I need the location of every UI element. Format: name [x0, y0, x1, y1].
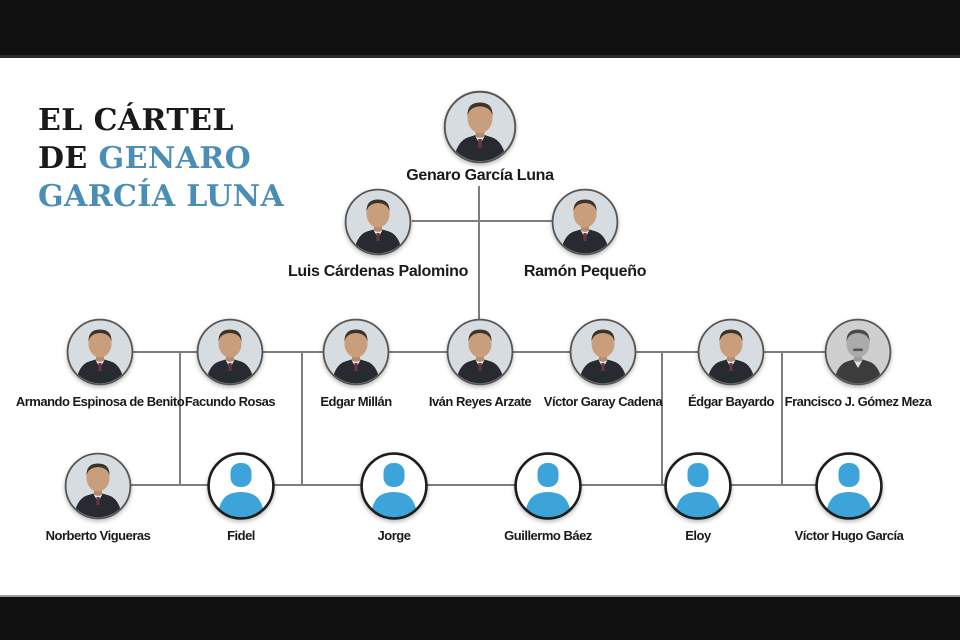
- person-node-jorge: Jorge: [299, 452, 489, 543]
- portrait-photo: [569, 318, 637, 386]
- connector-leader-vertical: [478, 186, 480, 320]
- person-node-luis-cardenas-palomino: Luis Cárdenas Palomino: [283, 188, 473, 281]
- person-node-edgar-bayardo: Édgar Bayardo: [636, 318, 826, 409]
- person-name: Jorge: [377, 528, 411, 543]
- title-line-2: DE GENARO: [38, 141, 252, 176]
- connector-level4-horizontal: [98, 484, 849, 486]
- person-silhouette-icon: [664, 452, 732, 520]
- person-silhouette-icon: [514, 452, 582, 520]
- person-node-fidel: Fidel: [146, 452, 336, 543]
- person-node-guillermo-baez: Guillermo Báez: [453, 452, 643, 543]
- person-name: Édgar Bayardo: [688, 394, 774, 409]
- portrait-photo-bw: [824, 318, 892, 386]
- person-node-ramon-pequeno: Ramón Pequeño: [490, 188, 680, 281]
- portrait-photo: [196, 318, 264, 386]
- connector-drop-3: [661, 352, 663, 486]
- portrait-photo: [446, 318, 514, 386]
- person-name: Eloy: [685, 528, 711, 543]
- person-name: Iván Reyes Arzate: [428, 394, 532, 409]
- portrait-photo: [443, 90, 517, 164]
- person-node-victor-hugo-garcia: Víctor Hugo García: [754, 452, 944, 543]
- person-node-ivan-reyes-arzate: Iván Reyes Arzate: [385, 318, 575, 409]
- portrait-photo: [64, 452, 132, 520]
- person-name: Facundo Rosas: [184, 394, 276, 409]
- connector-drop-1: [179, 352, 181, 486]
- person-name: Genaro García Luna: [406, 167, 554, 184]
- person-silhouette-icon: [815, 452, 883, 520]
- person-name: Armando Espinosa de Benito: [15, 394, 185, 409]
- person-name: Edgar Millán: [320, 394, 392, 409]
- connector-drop-4: [781, 352, 783, 486]
- person-node-armando-espinosa-de-benito: Armando Espinosa de Benito: [5, 318, 195, 409]
- person-name: Francisco J. Gómez Meza: [784, 394, 932, 409]
- person-silhouette-icon: [360, 452, 428, 520]
- connector-drop-2: [301, 352, 303, 486]
- portrait-photo: [551, 188, 619, 256]
- person-name: Luis Cárdenas Palomino: [287, 263, 469, 280]
- person-node-genaro-garcia-luna: Genaro García Luna: [385, 90, 575, 185]
- portrait-photo: [344, 188, 412, 256]
- portrait-photo: [697, 318, 765, 386]
- person-name: Ramón Pequeño: [523, 263, 647, 280]
- person-node-norberto-vigueras: Norberto Vigueras: [3, 452, 193, 543]
- infographic-title: EL CÁRTEL DE GENARO GARCÍA LUNA: [38, 102, 284, 216]
- title-line-1: EL CÁRTEL: [38, 103, 234, 138]
- person-name: Víctor Hugo García: [794, 528, 904, 543]
- portrait-photo: [66, 318, 134, 386]
- person-node-victor-garay-cadena: Víctor Garay Cadena: [508, 318, 698, 409]
- letterbox-bottom: [0, 595, 960, 640]
- person-node-edgar-millan: Edgar Millán: [261, 318, 451, 409]
- person-name: Guillermo Báez: [504, 528, 592, 543]
- person-name: Fidel: [227, 528, 255, 543]
- letterbox-top: [0, 0, 960, 58]
- portrait-photo: [322, 318, 390, 386]
- connector-level2-horizontal: [412, 220, 552, 222]
- person-node-eloy: Eloy: [603, 452, 793, 543]
- person-node-francisco-j-gomez-meza: Francisco J. Gómez Meza: [763, 318, 953, 409]
- person-name: Norberto Vigueras: [45, 528, 151, 543]
- title-line-3: GARCÍA LUNA: [38, 179, 285, 214]
- person-node-facundo-rosas: Facundo Rosas: [135, 318, 325, 409]
- person-name: Víctor Garay Cadena: [543, 394, 663, 409]
- person-silhouette-icon: [207, 452, 275, 520]
